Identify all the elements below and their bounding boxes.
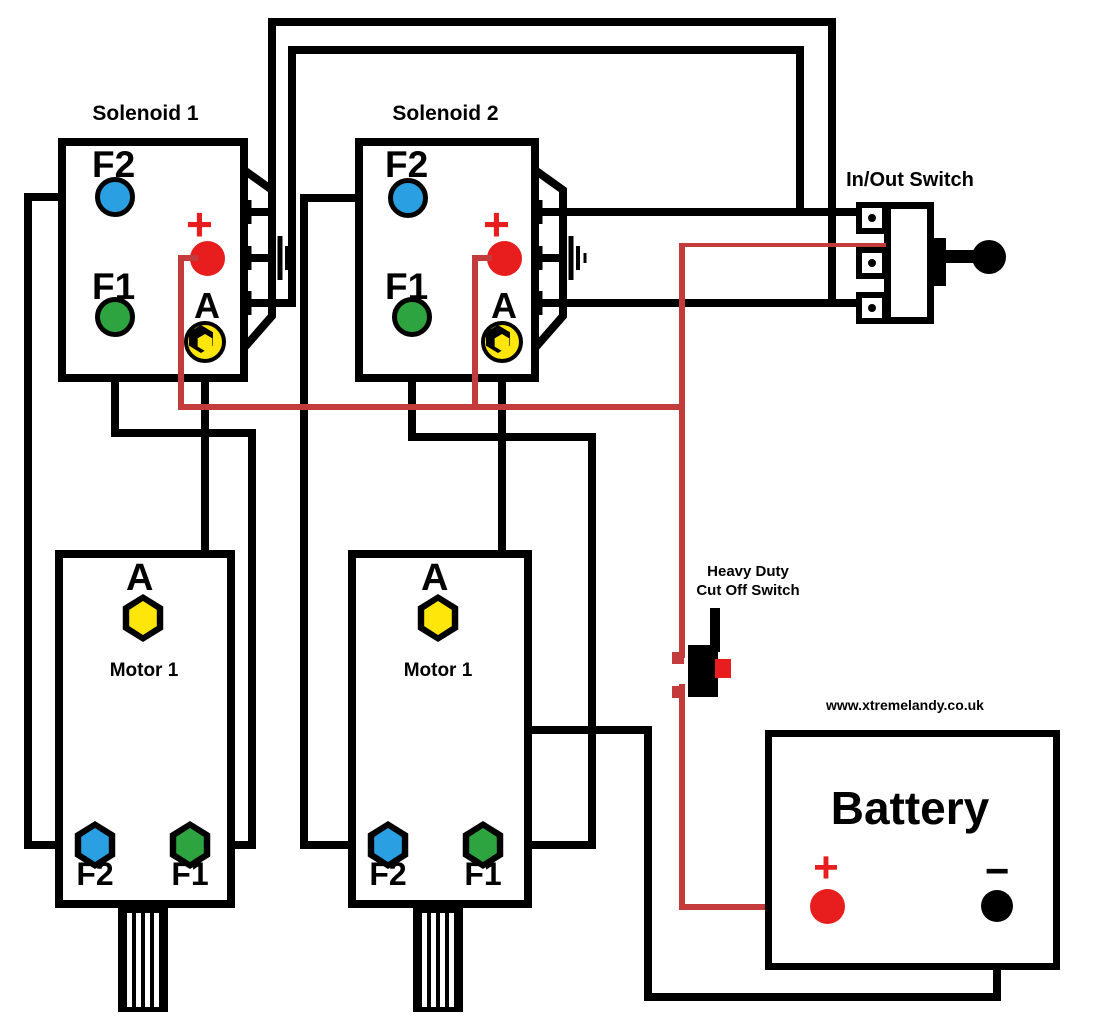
battery-box [765,730,1060,970]
wire [548,299,886,307]
inout-switch-terminal-bottom [856,292,888,324]
inout-switch-terminal-top [856,202,888,234]
motor2-f1-label: F1 [464,856,502,892]
solenoid2-f1-terminal [392,297,432,337]
battery-title: Battery [830,782,990,834]
solenoid1-f1-terminal [95,297,135,337]
solenoid1-a-label: A [194,285,220,326]
motor2-a-label: A [421,557,449,599]
ground-icon [277,236,296,280]
motor1-f2-terminal [73,821,117,869]
website-label: www.xtremelandy.co.uk [826,697,984,713]
wire [498,358,506,622]
red-wire [178,404,685,410]
wire [408,333,416,437]
motor2-title: Motor 1 [403,660,473,681]
motor1-shaft [118,908,168,1012]
red-wire [178,255,184,410]
solenoid2-f2-terminal [388,178,428,218]
motor1-f1-label: F1 [171,856,209,892]
solenoid2-plus-terminal [487,241,522,276]
cutoff-switch-contact-top [672,652,684,664]
solenoid1-title: Solenoid 1 [92,102,199,125]
solenoid2-f2-label: F2 [385,144,429,185]
cutoff-switch-label-line2: Cut Off Switch [696,582,800,599]
battery-plus-terminal [810,889,845,924]
wire [111,429,256,437]
wire [498,841,596,849]
wire [111,333,119,437]
cutoff-switch-lever [710,608,720,652]
solenoid1-f2-label: F2 [92,144,136,185]
red-wire [679,684,685,910]
wire [288,46,296,307]
wire [268,18,836,26]
inout-switch-lever-ball [972,240,1006,274]
solenoid1-connector [240,166,296,351]
cutoff-switch-body [688,645,718,697]
motor1-title: Motor 1 [109,660,179,681]
wire [530,726,652,734]
motor2-f2-terminal [366,821,410,869]
wire [796,46,804,216]
wire [300,194,392,202]
cutoff-switch-label-line1: Heavy Duty [707,563,789,580]
wire [828,18,836,307]
battery-minus-label: − [984,847,1010,894]
wire [300,194,308,849]
terminal-dot [868,304,876,312]
inout-switch-terminal-middle [856,247,888,279]
wire [548,208,886,216]
red-wire [679,243,685,658]
red-wire [472,255,492,261]
cutoff-switch-red-terminal [715,659,731,678]
wire [24,841,84,849]
solenoid1-plus-label: + [186,198,213,250]
wire [644,993,1001,1001]
inout-switch-body [884,202,934,324]
solenoid2-a-label: A [491,285,517,326]
battery-plus-label: + [813,843,839,892]
wire [588,433,596,849]
red-wire [178,255,198,261]
wire [248,429,256,849]
inout-switch-lever-base [932,238,946,286]
solenoid2-a-hex-core [494,334,510,351]
motor1-f2-label: F2 [76,856,114,892]
wire [300,841,375,849]
red-wire [679,904,814,910]
wire [288,46,804,54]
battery-minus-terminal [981,890,1013,922]
cutoff-switch-contact-bottom [672,686,684,698]
solenoid1-a-terminal [184,321,226,363]
motor1-f1-terminal [168,821,212,869]
solenoid2-a-terminal [481,321,523,363]
solenoid2-plus-label: + [483,198,510,250]
ground-icon [568,236,587,280]
red-wire [679,243,886,247]
motor2-f1-terminal [461,821,505,869]
solenoid1-a-hex-core [197,334,213,351]
inout-switch-lever-arm [944,250,980,263]
inout-switch-label: In/Out Switch [846,169,974,191]
red-wire [472,255,478,410]
terminal-dot [868,259,876,267]
wire [24,193,32,849]
terminal-dot [868,214,876,222]
motor1-a-label: A [126,557,154,599]
motor1-a-terminal [121,594,165,642]
solenoid2-connector [531,166,587,351]
wire [268,18,276,216]
wire [201,358,209,622]
wire [265,299,296,307]
wire [644,726,652,1001]
solenoid1-f2-terminal [95,177,135,217]
solenoid2-title: Solenoid 2 [392,102,499,125]
motor2-a-terminal [416,594,460,642]
motor2-f2-label: F2 [369,856,407,892]
motor2-shaft [413,908,463,1012]
